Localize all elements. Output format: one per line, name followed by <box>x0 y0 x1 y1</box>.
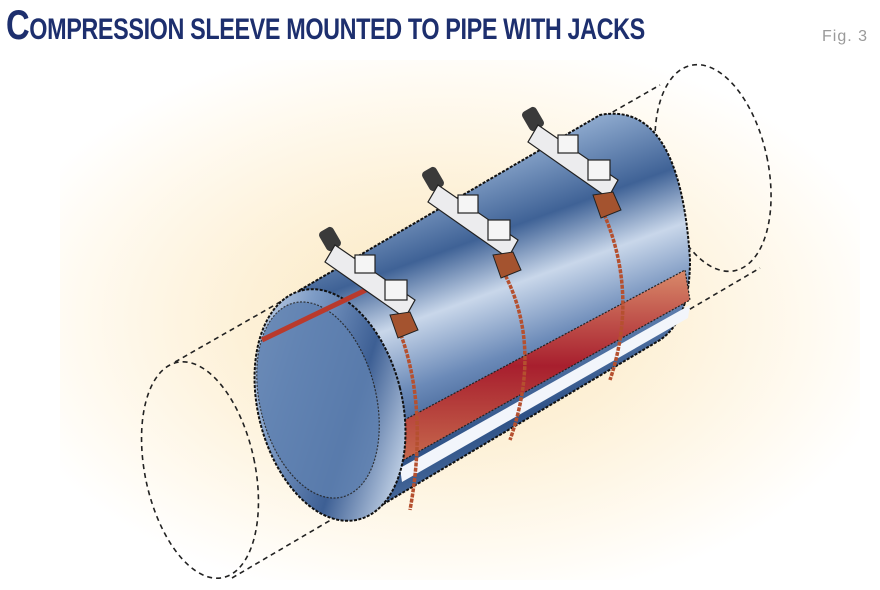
title-initial: C <box>6 1 30 48</box>
straps <box>393 204 625 511</box>
jack-3 <box>522 106 622 219</box>
title-rest: OMPRESSION SLEEVE MOUNTED TO PIPE WITH J… <box>29 13 645 46</box>
jack-2 <box>422 166 522 279</box>
figure-title: COMPRESSION SLEEVE MOUNTED TO PIPE WITH … <box>6 4 645 47</box>
jack-1 <box>319 226 419 339</box>
figure-label: Fig. 3 <box>822 28 869 45</box>
compression-sleeve <box>253 112 692 522</box>
